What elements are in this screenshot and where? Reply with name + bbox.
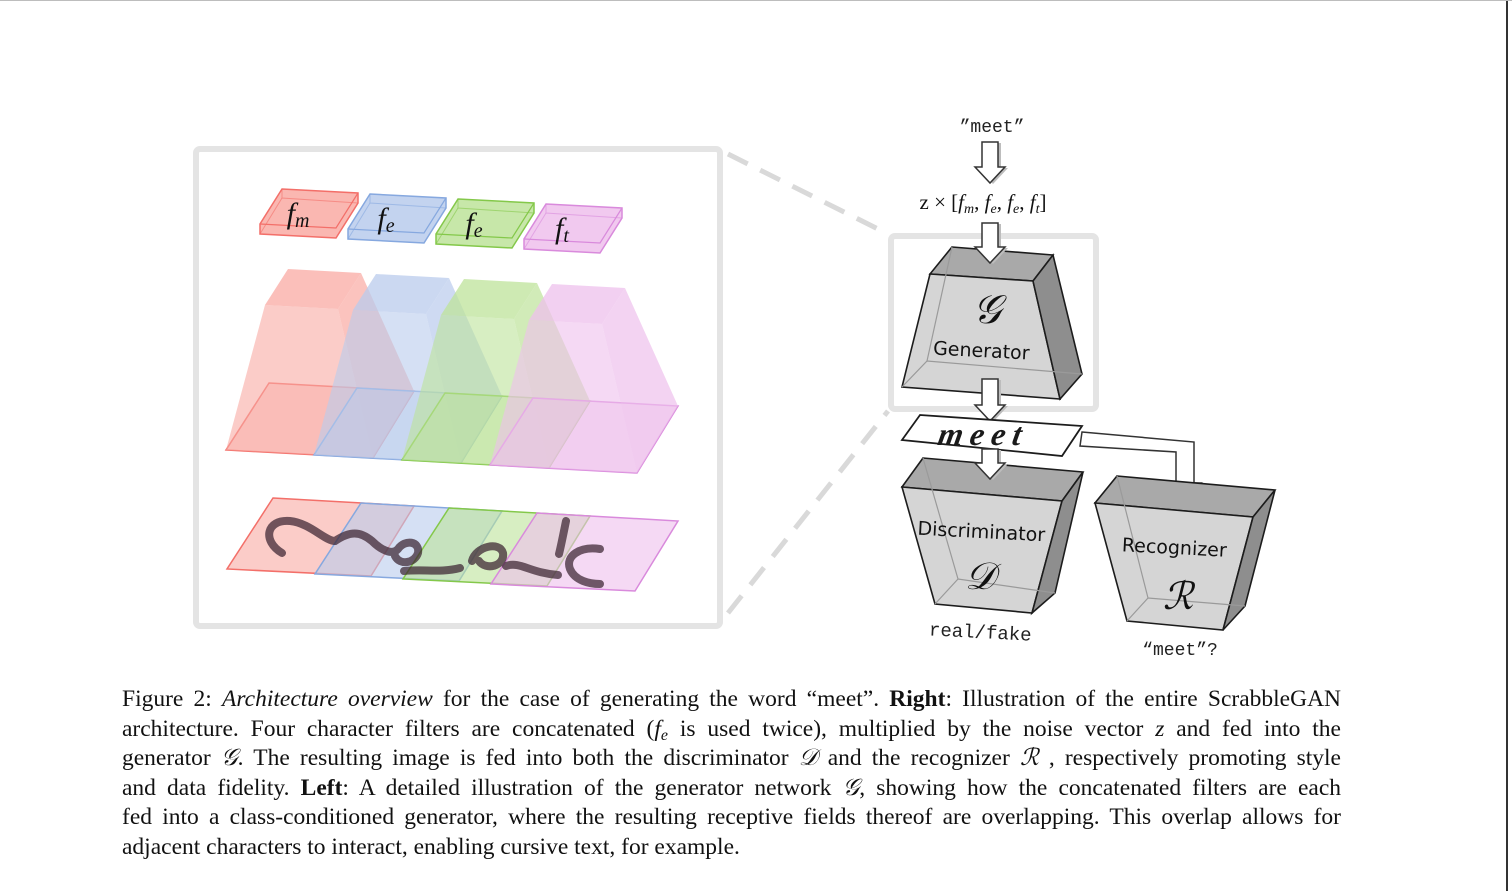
caption-math: ℛ	[1019, 745, 1039, 771]
receptive-field-top	[265, 269, 361, 309]
caption-line: Figure 2: Architecture overview for the …	[122, 685, 1341, 715]
formula-subscript: m	[964, 202, 974, 217]
discriminator-output: real/fake	[928, 619, 1032, 646]
caption-line: architecture. Four character filters are…	[122, 715, 1341, 745]
character-filter-2: fe	[435, 198, 535, 249]
caption-line: fed into a class-conditioned generator, …	[122, 803, 1341, 833]
input-word-label: ”meet”	[960, 118, 1025, 138]
character-filter-1: fe	[347, 193, 447, 244]
noise-formula: z × [fm, fe, fe, ft]	[920, 190, 1047, 217]
caption-text: , showing how the concatenated filters a…	[859, 774, 1341, 801]
filter-box-edge	[435, 207, 459, 245]
filter-box-edge	[259, 197, 283, 235]
receptive-field-front	[490, 320, 637, 473]
caption-math: 𝒢	[220, 745, 238, 771]
viewer-edge	[1506, 1, 1508, 891]
formula-punctuation: ,	[974, 190, 985, 214]
receptive-field-3	[488, 284, 680, 474]
caption-math: 𝒟	[798, 745, 818, 771]
filter-box-edge	[347, 197, 447, 234]
caption-text: fed into a class-conditioned generator, …	[122, 804, 1341, 830]
caption-line: adjacent characters to interact, enablin…	[122, 833, 1341, 863]
filter-box-edge	[523, 207, 623, 244]
recognizer-symbol: ℛ	[1163, 576, 1196, 618]
arrow-body	[973, 222, 1007, 265]
filter-box-edge	[347, 202, 371, 240]
receptive-field-top	[441, 279, 537, 319]
caption-text: : A detailed illustration of the generat…	[342, 774, 843, 801]
caption-text: , respectively promoting style	[1038, 745, 1341, 771]
caption-text: . The resulting image is fed into both t…	[237, 745, 799, 771]
scrabblegan-pipeline	[900, 141, 1277, 631]
recognizer-block-hidden-edge	[1116, 475, 1246, 622]
character-filter-0: fm	[259, 188, 359, 239]
caption-text: adjacent characters to interact, enablin…	[122, 833, 740, 860]
caption-text: : Illustration of the entire ScrabbleGAN	[945, 686, 1342, 712]
formula-subscript: t	[1036, 202, 1041, 217]
arrow-body	[973, 448, 1007, 481]
receptive-field-top	[353, 274, 449, 314]
filter-box-edge	[435, 202, 535, 239]
caption-math: f	[654, 715, 661, 742]
caption-text: Figure 2:	[122, 686, 223, 712]
generated-image-card	[900, 414, 1084, 457]
arrow-formula-to-generator	[973, 222, 1008, 265]
formula-subscript: e	[990, 202, 996, 217]
caption-text: for the case of generating the word “mee…	[432, 686, 890, 712]
formula-term: f	[1030, 190, 1039, 214]
filter-box-edge	[523, 212, 547, 250]
filter-subscript: m	[295, 210, 309, 232]
arrow-body	[973, 141, 1007, 185]
handwritten-meet-strokes	[265, 516, 604, 588]
filter-subscript: e	[386, 215, 395, 237]
formula-term: f	[985, 190, 994, 214]
recognizer-label: Recognizer	[1121, 534, 1227, 561]
caption-emphasis: Architecture overview	[222, 686, 433, 712]
arrow-generator-to-image	[973, 378, 1008, 423]
arrow-body	[973, 378, 1007, 423]
recognizer-output: “meet”?	[1142, 641, 1218, 661]
recognizer-block	[1093, 475, 1277, 631]
discriminator-block-hidden-edge	[922, 457, 1056, 605]
caption-text: and data fidelity.	[122, 774, 301, 801]
formula-term: f	[1007, 190, 1016, 214]
formula-punctuation: ]	[1040, 190, 1047, 214]
arrow-word-to-formula	[973, 141, 1008, 185]
caption-math: e	[660, 726, 668, 744]
caption-text: and the recognizer	[817, 745, 1020, 771]
discriminator-block	[900, 457, 1085, 616]
caption-text: and fed into the	[1164, 715, 1341, 742]
character-filter-3: ft	[523, 203, 623, 254]
filter-box-edge	[259, 192, 359, 229]
caption-math: 𝒢	[842, 774, 860, 801]
caption-math: z	[1155, 715, 1165, 742]
figure-caption: Figure 2: Architecture overview for the …	[122, 685, 1341, 862]
formula-prefix: z × [	[920, 190, 959, 214]
caption-text: architecture. Four character filters are…	[122, 715, 655, 742]
receptive-field-side	[602, 288, 678, 473]
zoom-connector-bottom	[726, 409, 890, 615]
caption-line: and data fidelity. Left: A detailed illu…	[122, 774, 1341, 804]
caption-line: generator 𝒢. The resulting image is fed …	[122, 744, 1341, 774]
caption-bold: Left	[300, 774, 343, 801]
receptive-field-top	[529, 284, 625, 324]
filter-subscript: t	[563, 225, 569, 247]
caption-text: generator	[122, 745, 221, 771]
caption-text: is used twice), multiplied by the noise …	[668, 715, 1156, 742]
formula-punctuation: ,	[997, 190, 1008, 214]
formula-term: f	[958, 190, 967, 214]
generator-block	[900, 246, 1083, 401]
zoom-connector-top	[726, 151, 890, 237]
caption-bold: Right	[889, 686, 946, 712]
generator-label: Generator	[933, 337, 1031, 364]
arrow-image-to-discriminator	[973, 448, 1008, 481]
filter-subscript: e	[474, 220, 483, 242]
formula-subscript: e	[1013, 202, 1019, 217]
formula-punctuation: ,	[1019, 190, 1030, 214]
generated-word-image: meet	[935, 416, 1031, 452]
generator-block-hidden-edge	[901, 246, 1083, 388]
